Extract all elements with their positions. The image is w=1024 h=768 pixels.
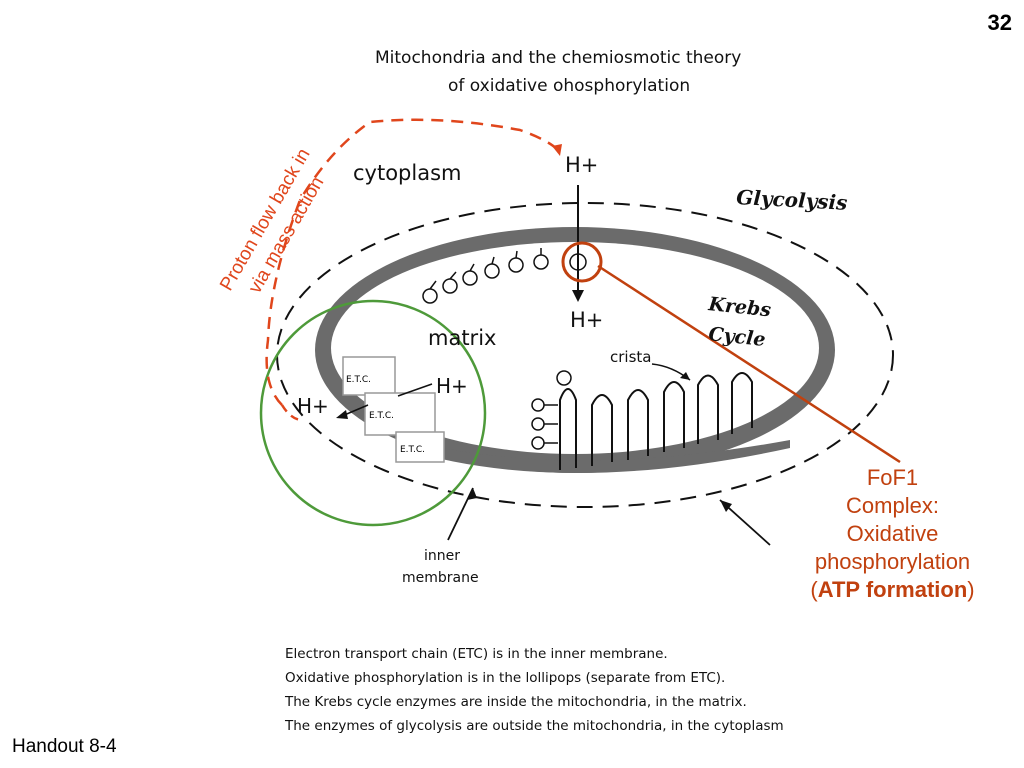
crista-label: crista [610, 348, 651, 366]
note-line: The Krebs cycle enzymes are inside the m… [285, 694, 747, 710]
inner-membrane-label-2: membrane [402, 570, 479, 586]
proton-return-tail [280, 404, 301, 422]
etc-box-1 [342, 356, 396, 396]
diagram-title-line-2: of oxidative ohosphorylation [448, 76, 691, 96]
fof1-paren-close: ) [967, 577, 975, 602]
etc-label-2: E.T.C. [369, 411, 394, 421]
proton-return-path [265, 118, 559, 406]
fof1-line-5: (ATP formation) [780, 576, 1005, 604]
fof1-line-1: FoF1 [866, 465, 919, 490]
fof1-annotation: FoF1 Complex: Oxidative phosphorylation … [780, 464, 1005, 604]
note-line: The enzymes of glycolysis are outside th… [285, 718, 784, 734]
glycolysis-label: Glycolysis [736, 185, 848, 215]
inner-membrane-label-1: inner [424, 548, 460, 564]
note-line: Oxidative phosphorylation is in the loll… [285, 670, 726, 686]
etc-highlight-circle [259, 299, 487, 527]
etc-arrow-in [397, 383, 433, 397]
cristae-folds [559, 372, 753, 470]
etc-label-3: E.T.C. [400, 445, 425, 455]
handout-label: Handout 8-4 [12, 736, 117, 757]
fof1-pointer-line [597, 264, 901, 464]
diagram-title-line-1: Mitochondria and the chemiosmotic theory [375, 48, 742, 68]
etc-box-2 [364, 392, 436, 436]
fof1-paren-open: ( [810, 577, 818, 602]
fof1-highlight-circle [561, 241, 603, 283]
h-plus-outside-label: H+ [297, 394, 329, 418]
crista-lollipops [531, 370, 572, 450]
proton-arrow-head [572, 290, 584, 302]
inner-membrane-lower [400, 438, 790, 473]
fof1-line-3: Oxidative [846, 521, 939, 546]
cytoplasm-label: cytoplasm [353, 161, 462, 185]
fof1-line-2: Complex: [846, 493, 939, 518]
h-plus-matrix-label: H+ [570, 308, 603, 332]
fof1-line-4: phosphorylation [814, 549, 971, 574]
page-number: 32 [987, 10, 1012, 35]
h-plus-etc-label: H+ [436, 374, 468, 398]
h-plus-top-label: H+ [565, 153, 598, 177]
fof1-atp-formation: ATP formation [817, 577, 968, 602]
etc-label-1: E.T.C. [346, 375, 371, 385]
proton-return-arrowhead [552, 144, 562, 156]
note-line: Electron transport chain (ETC) is in the… [285, 646, 668, 662]
etc-box-3 [395, 431, 445, 463]
matrix-label: matrix [428, 326, 496, 350]
